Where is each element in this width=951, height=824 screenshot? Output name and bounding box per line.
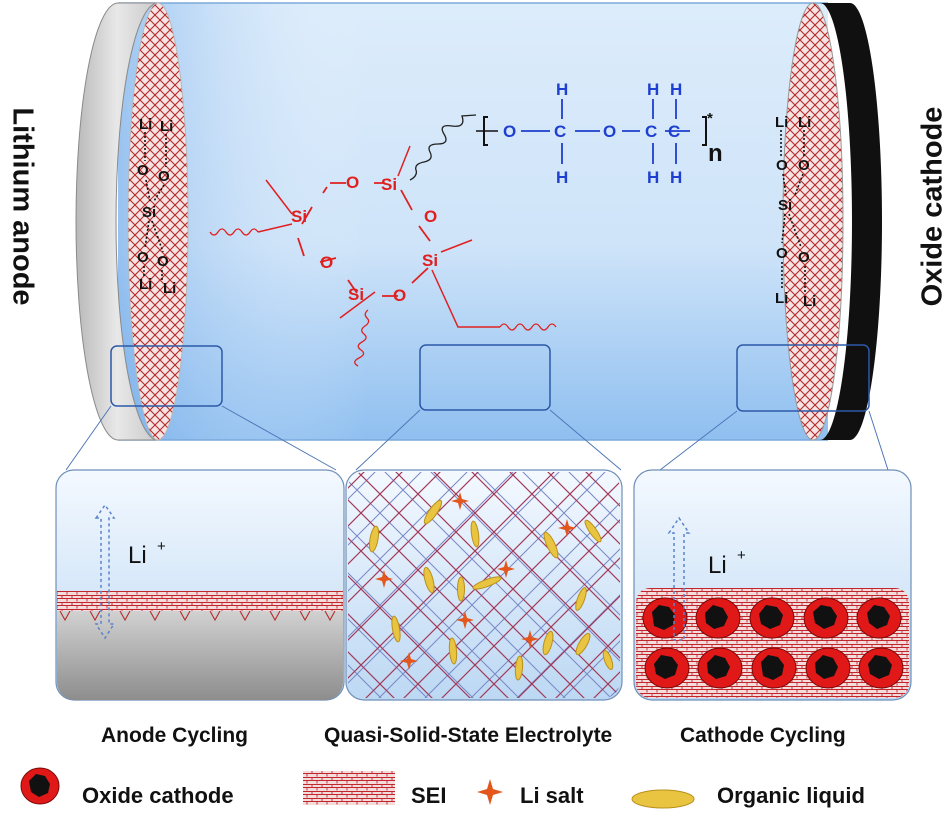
cathode-li-charge: +	[737, 547, 746, 564]
chain-atom: Li	[775, 290, 788, 307]
chain-atom: Li	[798, 114, 811, 131]
ring-atom: O	[393, 286, 406, 305]
cathode-cycling-caption: Cathode Cycling	[680, 724, 846, 747]
chain-atom: Li	[139, 116, 152, 133]
oxide-cathode	[820, 3, 882, 440]
chain-atom: O	[776, 157, 788, 174]
oxide-cathode-label: Oxide cathode	[916, 106, 949, 307]
chain-atom: Li	[775, 114, 788, 131]
polymer-end-star: *	[707, 110, 713, 127]
legend-sei: SEI	[411, 783, 447, 808]
polymer-atom: C	[668, 122, 680, 141]
cathode-particles	[642, 597, 904, 689]
electrolyte-zoom-box	[419, 344, 551, 411]
anode-li-label: Li	[128, 542, 147, 569]
ring-atom: Si	[381, 175, 397, 194]
chain-atom: Li	[803, 293, 816, 310]
ring-atom: O	[320, 253, 333, 272]
lithium-anode-label: Lithium anode	[6, 107, 39, 306]
polymer-atom: H	[647, 80, 659, 99]
polymer-atom: O	[503, 122, 516, 141]
ring-atom: O	[424, 207, 437, 226]
legend-symbols	[20, 767, 695, 809]
sei-legend-icon	[303, 771, 395, 805]
chain-atom: Li	[139, 276, 152, 293]
chain-atom: O	[137, 249, 149, 266]
cathode-sei-layer	[782, 2, 844, 441]
chain-atom: O	[798, 157, 810, 174]
oxide-cathode-legend-icon	[20, 767, 60, 805]
chain-atom: O	[137, 162, 149, 179]
organic-liquid-legend-icon	[631, 789, 695, 809]
polymer-atom: H	[670, 80, 682, 99]
electrolyte-panel	[345, 469, 623, 701]
siloxane-ring: O Si O Si O Si O Si	[209, 114, 557, 367]
anode-li-charge: +	[157, 538, 166, 555]
cathode-surface-chain: Li Li O O Si O O Li Li	[775, 114, 816, 310]
polymer-atom: H	[556, 168, 568, 187]
legend-oxide-cathode: Oxide cathode	[82, 783, 234, 808]
anode-cycling-panel: Li +	[55, 469, 345, 701]
electrolyte-caption: Quasi-Solid-State Electrolyte	[324, 724, 613, 747]
polymer-atom: H	[670, 168, 682, 187]
legend-organic-liquid: Organic liquid	[717, 783, 865, 808]
polymer-atom: C	[645, 122, 657, 141]
zoom-indicators	[65, 344, 889, 471]
chain-atom: Si	[142, 204, 156, 221]
ring-atom: Si	[422, 251, 438, 270]
anode-surface-chain: Li Li O O Si O O Li Li	[137, 116, 176, 297]
cathode-li-label: Li	[708, 552, 727, 579]
chain-atom: O	[157, 253, 169, 270]
polymer-atom: O	[603, 122, 616, 141]
ring-atom: Si	[291, 207, 307, 226]
polymer-atom: C	[554, 122, 566, 141]
anode-li-arrow	[94, 503, 116, 640]
polymer-atom: H	[647, 168, 659, 187]
polymer-atom: H	[556, 80, 568, 99]
legend-li-salt: Li salt	[520, 783, 584, 808]
cathode-cycling-panel: Li +	[633, 469, 912, 701]
anode-cycling-caption: Anode Cycling	[101, 724, 249, 747]
li-salt-markers	[375, 492, 576, 670]
li-salt-legend-icon	[477, 779, 503, 805]
anode-sei-layer	[127, 2, 189, 441]
lithium-metal-layer	[57, 610, 343, 700]
ring-atom: O	[346, 173, 359, 192]
organic-liquid-droplets	[368, 499, 614, 681]
chain-atom: Li	[163, 280, 176, 297]
cell-cylinder	[75, 2, 882, 441]
anode-sei	[57, 591, 343, 611]
cathode-zoom-box	[736, 344, 870, 412]
chain-atom: O	[798, 249, 810, 266]
chain-atom: O	[158, 168, 170, 185]
polymer-repeat-n: n	[708, 140, 723, 167]
polymer-chain: O C O C C H H H H H H n *	[476, 80, 723, 187]
chain-atom: O	[776, 245, 788, 262]
chain-atom: Si	[778, 197, 792, 214]
cathode-li-arrow	[667, 516, 691, 641]
ring-atom: Si	[348, 285, 364, 304]
chain-atom: Li	[160, 118, 173, 135]
anode-zoom-box	[110, 345, 223, 407]
